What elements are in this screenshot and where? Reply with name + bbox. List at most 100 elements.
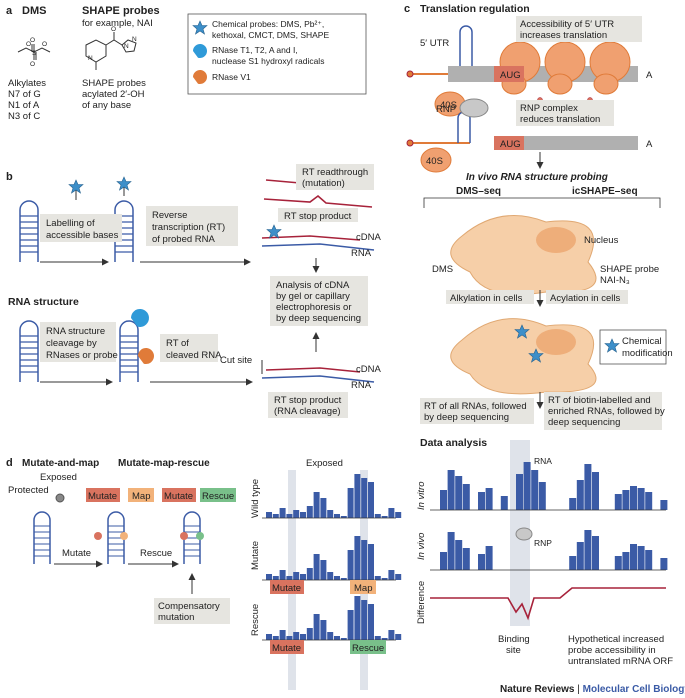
schematic-bar [485,546,493,570]
box-text: Compensatory [158,601,220,612]
panel-b-letter: b [6,171,13,183]
schematic-bar [569,556,577,570]
schematic-bar [395,634,402,640]
schematic-bar [272,636,279,640]
tag-text: Rescue [202,491,234,502]
schematic-bar [293,572,300,580]
footer-separator: | [574,684,582,695]
legend-line: kethoxal, CMCT, DMS, SHAPE [212,30,329,40]
schematic-bar [368,482,374,518]
schematic-bar [313,614,320,640]
schematic-bar [630,544,637,570]
rnase-t1-icon [192,43,208,58]
rna-label: RNA [351,380,372,391]
rt-stop-cleavage-box: RT stop product (RNA cleavage) [268,392,348,418]
schematic-bar [614,494,622,510]
svg-text:O: O [26,41,31,48]
footer-section: Molecular Cell Biology [583,684,685,695]
schematic-bar [320,498,327,518]
aug-label: AUG [500,139,521,150]
schematic-bar [313,492,320,518]
schematic-bar [440,552,447,570]
schematic-bar [584,530,592,570]
box-text: accessible bases [46,230,119,241]
box-text: Chemical [622,336,662,347]
mutate-and-map-title: Mutate-and-map [22,458,99,469]
schematic-bar [293,632,300,640]
schematic-bar [523,462,531,510]
schematic-bar [361,600,368,640]
rnase-v1-icon [138,348,154,365]
rnase-v1-icon [192,69,208,84]
schematic-bar [637,546,645,570]
alkylation-box: Alkylation in cells [446,290,534,304]
box-text: RNases or probe [46,350,118,361]
schematic-bar [272,576,279,580]
shape-title: SHAPE probes [82,5,160,17]
schematic-bar [592,536,599,570]
polya-label: A [646,70,653,81]
rt-stop-box: RT stop product [278,208,358,222]
hypothetical-label: untranslated mRNA ORF [568,656,673,667]
schematic-bar [645,550,653,570]
box-text: cleavage by [46,338,97,349]
svg-text:N: N [88,55,93,62]
analysis-box: Analysis of cDNA by gel or capillary ele… [270,276,368,326]
schematic-bar [569,498,577,510]
rna-label: RNA [351,248,372,259]
mutate-row-label: Mutate [250,541,261,570]
schematic-bar [388,570,395,580]
tag-text: Mutate [88,491,117,502]
schematic-bar [374,576,381,580]
box-text: increases translation [520,30,607,41]
schematic-bar [286,576,293,580]
invivo-title: In vivo RNA structure probing [466,172,608,183]
box-text: RT of all RNAs, followed [424,401,527,412]
schematic-bar [637,488,645,510]
tag-text: Mutate [164,491,193,502]
rna-structure-heading: RNA structure [8,296,79,308]
map-tag [128,488,154,502]
schematic-bar [300,512,306,518]
schematic-bar [395,574,402,580]
dms-desc-line: Alkylates [8,78,46,89]
rnp-tag: RNP [534,538,552,548]
nai-structure-icon [85,32,137,70]
cell-shape [450,215,597,295]
schematic-bar [300,634,306,640]
schematic-bar [306,628,313,640]
schematic-bar [279,508,286,518]
nucleus-label: Nucleus [584,235,619,246]
rescue-arrow-label: Rescue [140,548,172,559]
panel-a: a DMS SHAPE probes for example, NAI OOSO… [6,5,367,122]
svg-text:O: O [42,41,47,48]
rescue-tag [200,488,236,502]
mutate-map-rescue-title: Mutate-map-rescue [118,458,210,469]
box-text: RT of biotin-labelled and [548,395,651,406]
schematic-bar [354,474,361,518]
schematic-bar [347,488,354,518]
schematic-bar [327,572,334,580]
schematic-bar [266,512,272,518]
box-text: RT readthrough [302,167,368,178]
aug-label: AUG [500,70,521,81]
schematic-bar [614,556,622,570]
wild-type-label: Wild type [250,479,261,518]
schematic-bar [447,470,455,510]
box-text: RT stop product [284,211,352,222]
data-analysis-heading: Data analysis [420,437,487,449]
ribosome-label: 40S [440,100,457,111]
mutate-box-label: Mutate [272,583,301,594]
schematic-bar [368,604,374,640]
box-text: (RNA cleavage) [274,406,341,417]
schematic-bar [455,476,463,510]
box-text: by deep sequencing [276,313,361,324]
schematic-bar [500,496,508,510]
box-text: (mutation) [302,178,345,189]
shape-probe-label: NAI-N₃ [600,275,630,286]
difference-label: Difference [416,581,427,624]
acylation-box: Acylation in cells [546,290,628,304]
cleaved-rna-hairpin [119,320,139,382]
schematic-bar [368,544,374,580]
